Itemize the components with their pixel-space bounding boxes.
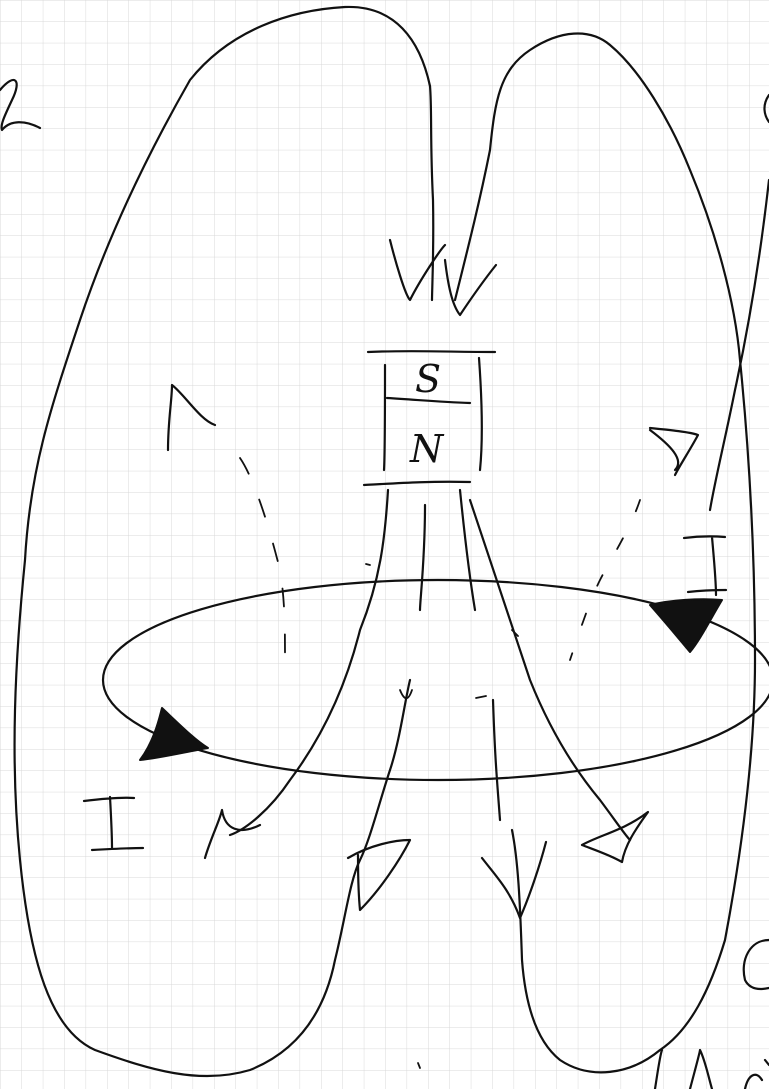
small-mark-4 [366, 564, 370, 565]
magnet-north-label: N [409, 427, 445, 471]
magnet-south-label: S [415, 357, 441, 401]
